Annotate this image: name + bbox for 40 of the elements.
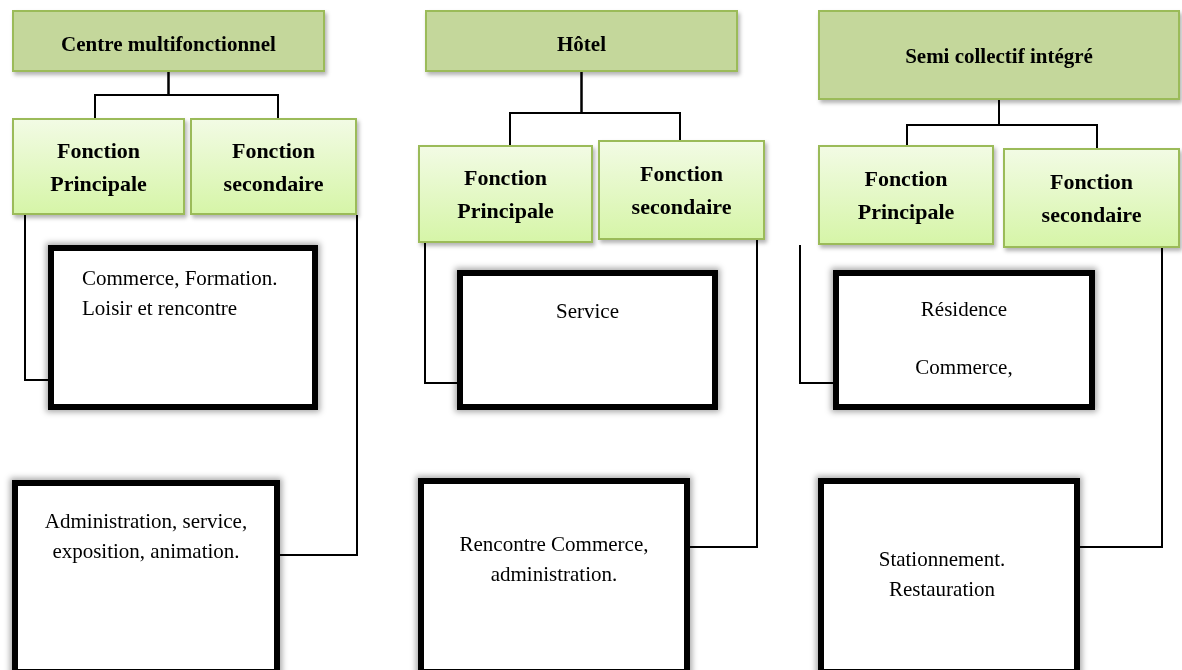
connector-line	[279, 214, 358, 556]
box-text: Rencontre Commerce, administration.	[458, 531, 650, 589]
function-box	[1003, 148, 1180, 248]
category-box	[425, 10, 738, 72]
activity-box	[818, 478, 1080, 670]
function-box	[190, 118, 357, 215]
category-box	[12, 10, 325, 72]
box-text: Commerce, Formation. Loisir et rencontre	[82, 265, 279, 323]
function-box	[818, 145, 994, 245]
connector-line	[689, 239, 758, 548]
activity-box	[457, 270, 718, 410]
box-text: Service	[556, 298, 619, 325]
connector-line	[1079, 247, 1163, 548]
box-text: Commerce,	[915, 354, 1013, 382]
activity-box	[418, 478, 690, 670]
box-heading: Fonction secondaire	[630, 160, 733, 221]
box-text: Stationnement. Restauration	[877, 546, 1007, 604]
box-text: Résidence	[920, 296, 1008, 323]
connector-line	[580, 71, 681, 141]
connector-line	[24, 214, 49, 381]
function-box	[418, 145, 593, 243]
activity-box	[12, 480, 280, 670]
category-box	[818, 10, 1180, 100]
activity-box	[48, 245, 318, 410]
box-heading: Fonction Principale	[456, 164, 555, 225]
box-heading: Fonction secondaire	[222, 136, 325, 198]
box-heading: Fonction secondaire	[1040, 168, 1143, 229]
box-heading: Hôtel	[557, 32, 606, 57]
function-box	[12, 118, 185, 215]
connector-line	[799, 244, 834, 384]
connector-line	[424, 242, 458, 384]
box-heading: Centre multifonctionnel	[61, 32, 276, 57]
connector-line	[167, 71, 279, 119]
box-heading: Fonction Principale	[49, 136, 148, 198]
activity-box	[833, 270, 1095, 410]
box-text: Administration, service, exposition, animation.	[43, 508, 249, 566]
connector-line	[998, 99, 1098, 149]
function-box	[598, 140, 765, 240]
box-heading: Semi collectif intégré	[905, 44, 1093, 69]
box-heading: Fonction Principale	[856, 165, 956, 226]
